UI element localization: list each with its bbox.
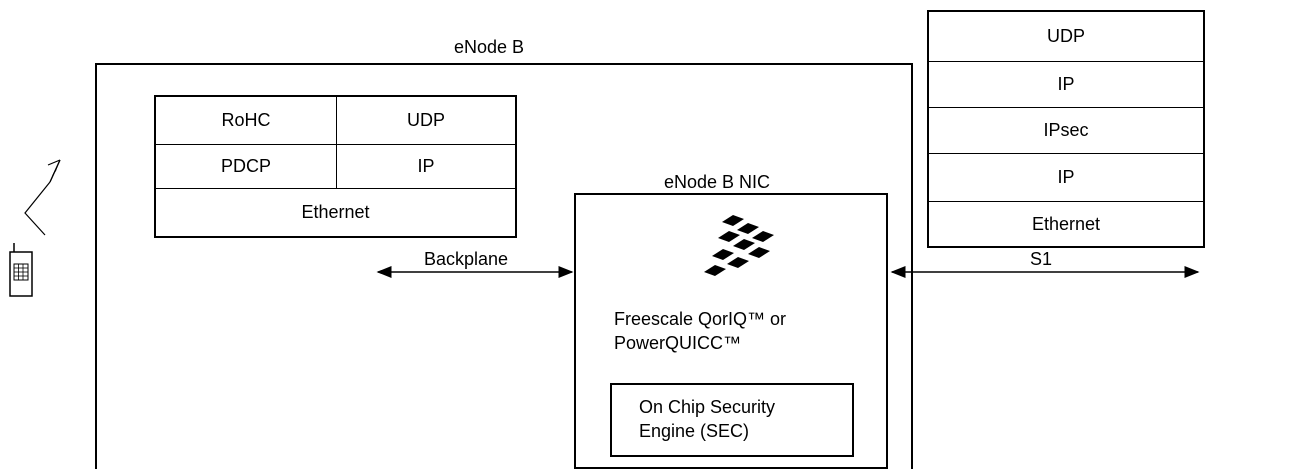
stack-cell-pdcp: PDCP xyxy=(156,145,337,189)
s1-layer-ip: IP xyxy=(929,62,1203,108)
s1-layer-ethernet: Ethernet xyxy=(1031,213,1101,234)
sec-label-line1: On Chip Security xyxy=(639,397,776,417)
processor-label-line2: PowerQUICC™ xyxy=(614,333,742,353)
stack-cell-ethernet: Ethernet xyxy=(301,202,370,222)
freescale-logo xyxy=(704,215,774,276)
processor-label-line1: Freescale QorIQ™ or xyxy=(614,309,787,329)
s1-label: S1 xyxy=(1030,249,1053,269)
handset-icon xyxy=(9,243,33,297)
stack-cell-udp: UDP xyxy=(337,97,515,145)
stack-cell-ip: IP xyxy=(337,145,515,189)
backplane-label: Backplane xyxy=(424,249,509,269)
s1-layer-udp: UDP xyxy=(929,12,1203,62)
local-stack: RoHC UDP PDCP IP Ethernet xyxy=(154,95,517,238)
sec-label-line2: Engine (SEC) xyxy=(639,421,750,441)
nic-box: Freescale QorIQ™ or PowerQUICC™ On Chip … xyxy=(574,193,888,469)
radio-signal-icon xyxy=(24,181,51,236)
s1-layer-ip-outer: IP xyxy=(929,154,1203,202)
s1-stack: UDP IP IPsec IP Ethernet xyxy=(927,10,1205,248)
nic-title: eNode B NIC xyxy=(664,172,771,192)
stack-cell-rohc: RoHC xyxy=(156,97,337,145)
enodeb-title: eNode B xyxy=(454,37,525,57)
s1-layer-ipsec: IPsec xyxy=(929,108,1203,154)
sec-engine-box: On Chip Security Engine (SEC) xyxy=(610,383,854,457)
